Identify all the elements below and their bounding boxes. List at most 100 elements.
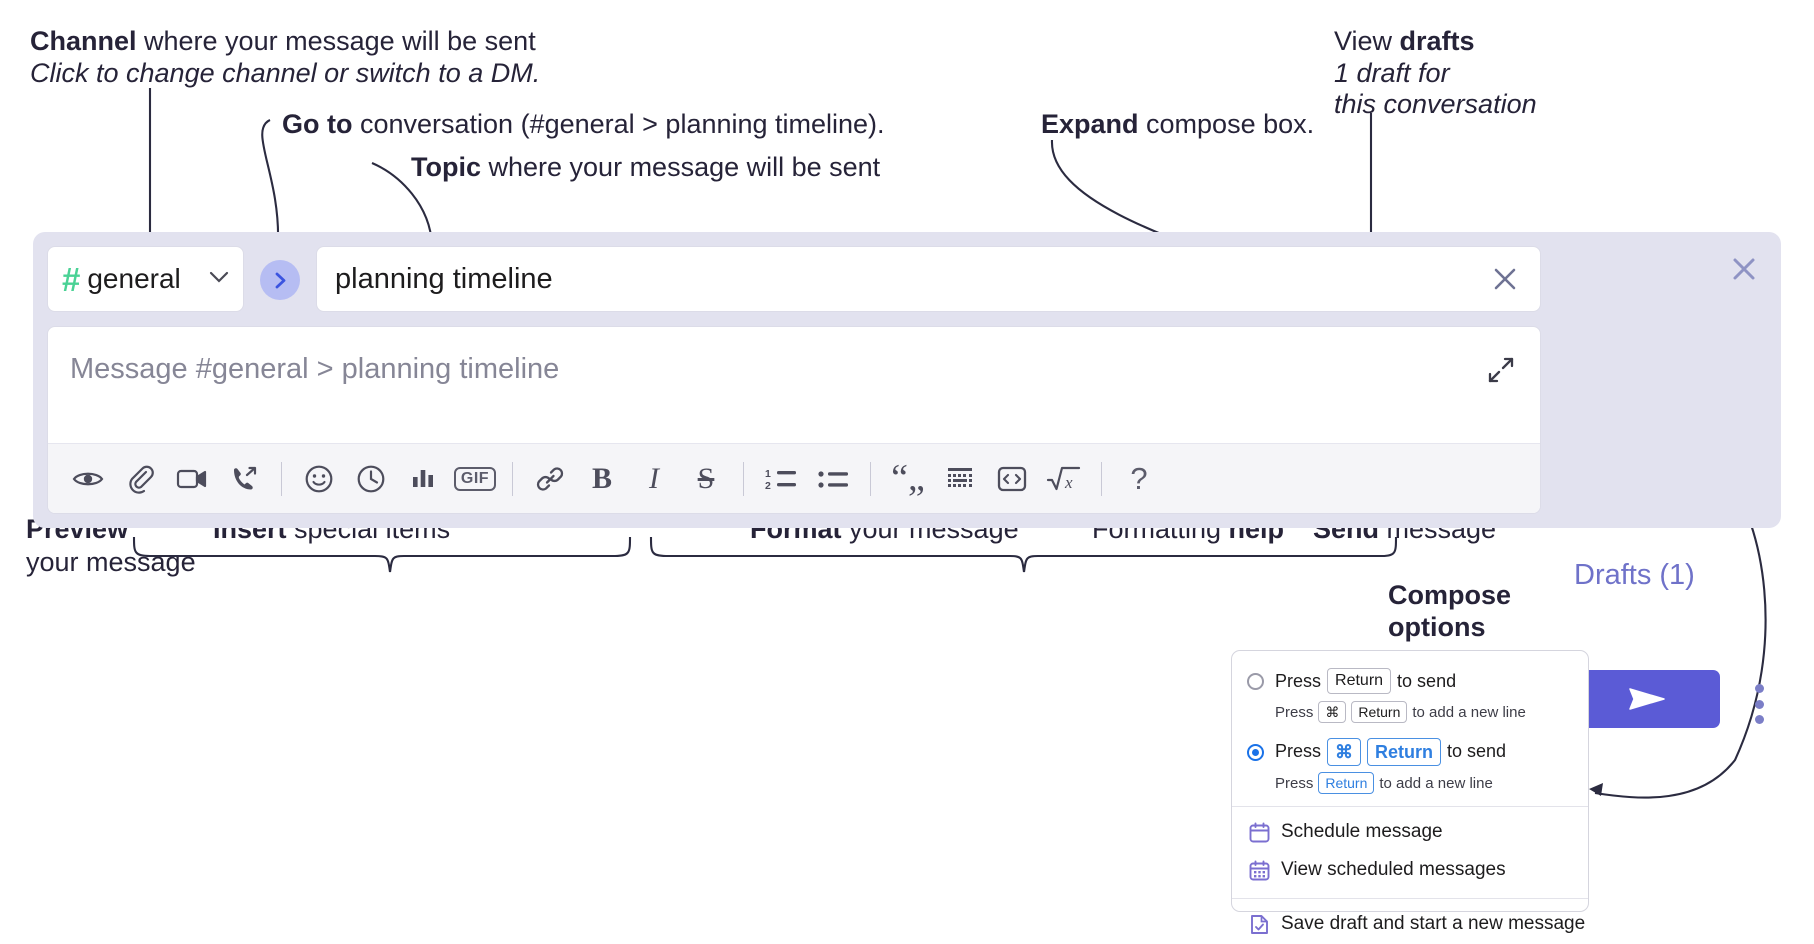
- annotation-expand: Expand compose box.: [1041, 107, 1314, 142]
- expand-compose-button[interactable]: [1484, 353, 1518, 387]
- compose-options-menu-button[interactable]: [1746, 684, 1772, 724]
- reminder-button[interactable]: [345, 453, 397, 505]
- annotation-drafts-italic2: this conversation: [1334, 89, 1537, 119]
- bold-icon: B: [591, 461, 612, 495]
- annotation-channel: Channel where your message will be sent: [30, 24, 536, 59]
- save-draft-icon: [1251, 914, 1268, 934]
- annotation-expand-bold: Expand: [1041, 109, 1139, 139]
- emoji-icon: [305, 465, 333, 492]
- math-icon: x: [1046, 466, 1081, 492]
- to-send-text: to send: [1447, 741, 1507, 762]
- annotation-drafts-italic1: 1 draft for: [1334, 58, 1450, 88]
- send-option-cmd-return-sub: Press Return to add a new line: [1232, 769, 1588, 797]
- code-block-icon: [948, 467, 972, 487]
- send-option-return[interactable]: Press Return to send: [1232, 664, 1588, 698]
- code-block-button[interactable]: [934, 453, 986, 505]
- italic-button[interactable]: I: [628, 453, 680, 505]
- dropdown-divider: [1232, 898, 1588, 899]
- channel-picker[interactable]: # general: [47, 246, 244, 312]
- new-line-text: to add a new line: [1379, 774, 1493, 792]
- key-return: Return: [1367, 737, 1442, 767]
- calendar-grid-icon: [1249, 860, 1270, 880]
- gif-icon: GIF: [453, 466, 497, 491]
- menu-item-label: Save draft and start a new message: [1281, 913, 1586, 934]
- math-button[interactable]: x: [1038, 453, 1090, 505]
- strikethrough-button[interactable]: S: [680, 453, 732, 505]
- channel-name: general: [87, 263, 181, 294]
- attachment-button[interactable]: [114, 453, 166, 505]
- poll-button[interactable]: [397, 453, 449, 505]
- annotation-topic-bold: Topic: [411, 152, 481, 182]
- press-text: Press: [1275, 774, 1314, 792]
- emoji-button[interactable]: [293, 453, 345, 505]
- compose-box: # general planning timeline: [33, 232, 1781, 728]
- link-icon: [536, 466, 564, 491]
- key-command: ⌘: [1327, 737, 1362, 767]
- compose-options-dropdown: Press Return to send Press ⌘ Return to a…: [1231, 650, 1589, 934]
- press-text: Press: [1275, 741, 1322, 762]
- video-icon: [176, 469, 207, 488]
- bold-button[interactable]: B: [576, 453, 628, 505]
- preview-button[interactable]: [62, 453, 114, 505]
- toolbar-separator: [743, 461, 744, 496]
- topic-value: planning timeline: [335, 262, 553, 295]
- send-option-return-label: Press Return to send: [1275, 668, 1456, 694]
- dropdown-divider: [1232, 806, 1588, 807]
- annotation-compose-options-bold1: Compose: [1388, 580, 1512, 610]
- to-send-text: to send: [1397, 670, 1457, 691]
- topic-field[interactable]: planning timeline: [316, 246, 1541, 312]
- kebab-dot: [1754, 715, 1764, 724]
- press-text: Press: [1275, 670, 1322, 691]
- go-to-conversation-button[interactable]: [260, 260, 300, 300]
- bulleted-list-icon: [818, 470, 848, 488]
- key-return: Return: [1327, 668, 1392, 694]
- calendar-icon: [1249, 822, 1270, 842]
- audio-call-icon: [234, 466, 257, 489]
- code-icon: [997, 466, 1027, 491]
- video-clip-button[interactable]: [166, 453, 218, 505]
- radio-selected-icon: [1247, 743, 1264, 761]
- key-command: ⌘: [1318, 700, 1347, 724]
- send-option-cmd-return[interactable]: Press ⌘ Return to send: [1232, 735, 1588, 769]
- annotation-preview-rest: your message: [26, 547, 196, 577]
- press-text: Press: [1275, 703, 1314, 721]
- menu-item-view-scheduled[interactable]: View scheduled messages: [1232, 851, 1588, 889]
- formatting-help-button[interactable]: ?: [1113, 453, 1165, 505]
- annotation-goto: Go to conversation (#general > planning …: [282, 107, 885, 142]
- menu-item-schedule-message[interactable]: Schedule message: [1232, 813, 1588, 851]
- send-icon: [1629, 688, 1665, 710]
- audio-clip-button[interactable]: [218, 453, 270, 505]
- annotation-compose-options-bold2: options: [1388, 612, 1486, 642]
- svg-text:x: x: [1064, 473, 1073, 492]
- annotation-drafts: View drafts: [1334, 24, 1475, 59]
- annotation-compose-options-1: Compose: [1388, 578, 1511, 613]
- new-line-text: to add a new line: [1412, 703, 1526, 721]
- message-input-area[interactable]: Message #general > planning timeline: [47, 326, 1541, 514]
- clear-topic-button[interactable]: [1488, 262, 1522, 296]
- code-button[interactable]: [986, 453, 1038, 505]
- bulleted-list-button[interactable]: [807, 453, 859, 505]
- close-compose-button[interactable]: [1725, 250, 1763, 288]
- link-button[interactable]: [524, 453, 576, 505]
- menu-item-save-draft[interactable]: Save draft and start a new message: [1232, 905, 1588, 943]
- key-return: Return: [1318, 771, 1375, 795]
- toolbar-separator: [512, 461, 513, 496]
- kebab-dot: [1754, 699, 1764, 709]
- send-message-button[interactable]: [1574, 670, 1720, 728]
- close-icon: [1733, 258, 1755, 280]
- go-to-arrow-icon: [275, 272, 285, 288]
- channel-hash-icon: #: [62, 260, 81, 298]
- annotation-goto-bold: Go to: [282, 109, 353, 139]
- drafts-link[interactable]: Drafts (1): [1574, 559, 1695, 591]
- send-option-return-sub: Press ⌘ Return to add a new line: [1232, 698, 1588, 726]
- annotation-expand-rest: compose box.: [1138, 109, 1315, 139]
- annotation-drafts-bold: drafts: [1399, 26, 1475, 56]
- close-icon: [1494, 268, 1516, 290]
- ordered-list-button[interactable]: 1 2: [755, 453, 807, 505]
- annotation-goto-rest: conversation (#general > planning timeli…: [352, 109, 885, 139]
- chevron-down-icon: [209, 269, 229, 289]
- gif-button[interactable]: GIF: [449, 453, 501, 505]
- annotation-compose-options-2: options: [1388, 610, 1485, 645]
- compose-inner: # general planning timeline: [47, 246, 1541, 514]
- blockquote-button[interactable]: “„: [882, 453, 934, 505]
